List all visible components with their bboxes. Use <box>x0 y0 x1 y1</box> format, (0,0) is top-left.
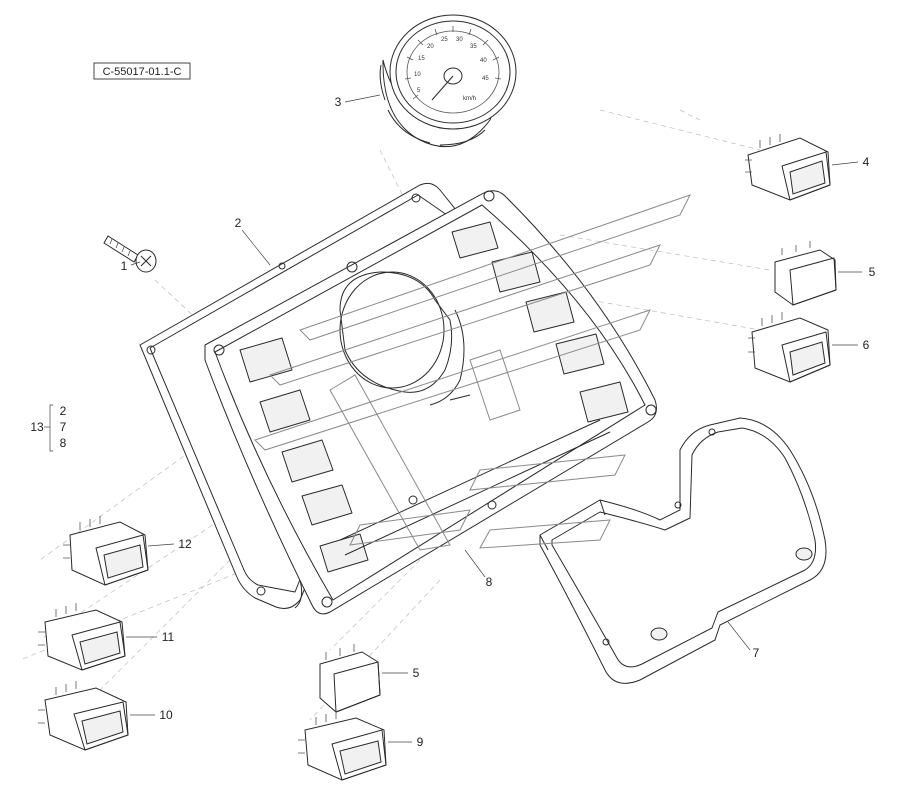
kit-item-8: 8 <box>60 436 67 450</box>
gauge-scale-15: 15 <box>418 56 425 62</box>
rear-cover-part <box>539 417 827 684</box>
leader-lines <box>44 94 862 743</box>
callout-1: 1 <box>121 259 128 273</box>
gauge-scale-10: 10 <box>414 72 421 78</box>
callout-9: 9 <box>417 735 424 749</box>
rocker-switch-11 <box>38 603 126 671</box>
gauge-scale-25: 25 <box>441 37 448 43</box>
bezel-panel-part <box>204 190 657 615</box>
watermark-logo <box>254 194 691 551</box>
kit-item-7: 7 <box>60 420 67 434</box>
gauge-scale-35: 35 <box>470 44 477 50</box>
callout-5-bottom: 5 <box>413 666 420 680</box>
callout-11: 11 <box>162 630 175 644</box>
gauge-scale-40: 40 <box>480 58 487 64</box>
rocker-switch-6 <box>748 312 831 383</box>
callout-12: 12 <box>178 537 192 551</box>
callout-8: 8 <box>486 575 493 589</box>
gauge-scale-45: 45 <box>482 76 489 82</box>
screw-part <box>103 235 157 273</box>
callout-5-top: 5 <box>869 265 876 279</box>
callout-2: 2 <box>235 216 242 230</box>
kit-label: 13 <box>30 420 44 434</box>
rocker-switch-12 <box>63 516 149 586</box>
rocker-switch-10 <box>38 681 129 751</box>
gauge-unit: km/h <box>463 96 476 102</box>
rocker-switch-9 <box>298 711 387 781</box>
callout-3: 3 <box>335 95 342 109</box>
reference-code: C-55017-01.1-C <box>103 66 182 78</box>
blank-plug-5-top <box>774 241 837 306</box>
gauge-scale-5: 5 <box>417 88 421 94</box>
rocker-switch-4 <box>745 134 831 201</box>
callout-6: 6 <box>863 338 870 352</box>
callout-10: 10 <box>159 708 173 722</box>
gauge-scale-20: 20 <box>427 44 434 50</box>
blank-plug-5-bottom <box>319 644 381 713</box>
reference-code-box <box>93 62 191 80</box>
callout-4: 4 <box>863 155 870 169</box>
gauge-scale-30: 30 <box>456 37 463 43</box>
kit-item-2: 2 <box>60 404 67 418</box>
callout-7: 7 <box>753 646 760 660</box>
gauge-part: 5 10 15 20 25 30 35 40 45 km/h <box>379 14 517 148</box>
